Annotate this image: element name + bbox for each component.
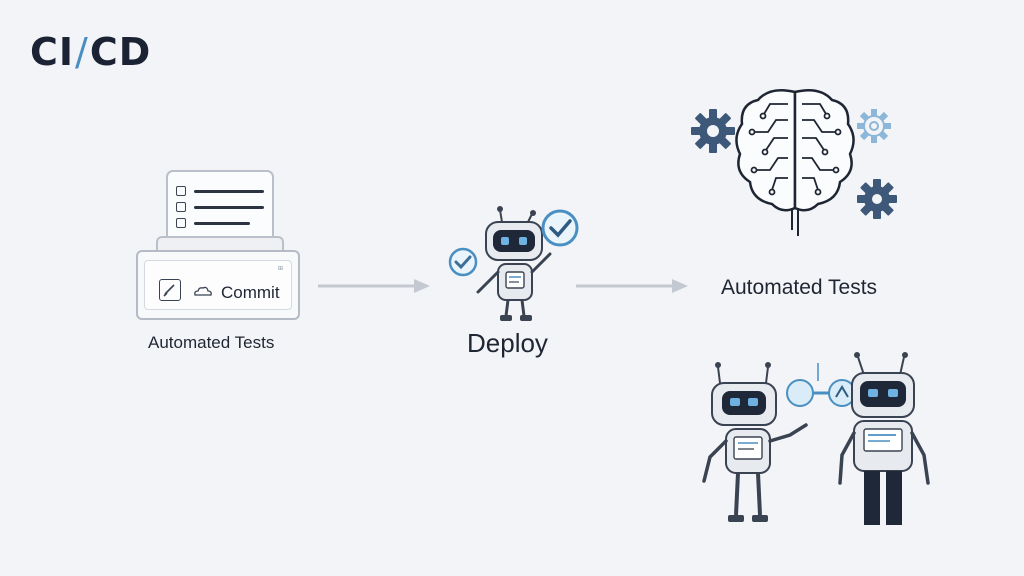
- checklist-row: [176, 186, 264, 196]
- commit-icon: [159, 279, 181, 301]
- checklist-row: [176, 202, 264, 212]
- deploy-label: Deploy: [467, 328, 548, 358]
- robots-icon: [702, 352, 930, 525]
- title-slash: /: [75, 30, 89, 74]
- title-ci: CI: [30, 30, 75, 74]
- commit-box: Commit ⊞: [136, 250, 300, 320]
- gear-icon: [857, 109, 891, 143]
- document-tray: [156, 236, 284, 254]
- automated-tests-label-left: Automated Tests: [148, 333, 275, 352]
- check-icon: [541, 209, 579, 247]
- cloud-icon: [194, 286, 212, 296]
- page-title: CI/CD: [30, 30, 151, 74]
- check-icon: [448, 247, 478, 277]
- gear-icon: [691, 109, 735, 153]
- brain-circuit-icon: [735, 89, 855, 236]
- flow-arrow: [576, 279, 688, 293]
- commit-panel: Commit ⊞: [144, 260, 292, 310]
- checklist-row: [176, 218, 250, 228]
- gear-icon: [857, 179, 897, 219]
- commit-label: Commit: [221, 283, 280, 302]
- commit-badge: ⊞: [277, 266, 283, 272]
- robot-icon: [476, 206, 552, 321]
- automated-tests-label-right: Automated Tests: [721, 276, 878, 299]
- title-cd: CD: [89, 30, 152, 74]
- flow-arrow: [318, 279, 430, 293]
